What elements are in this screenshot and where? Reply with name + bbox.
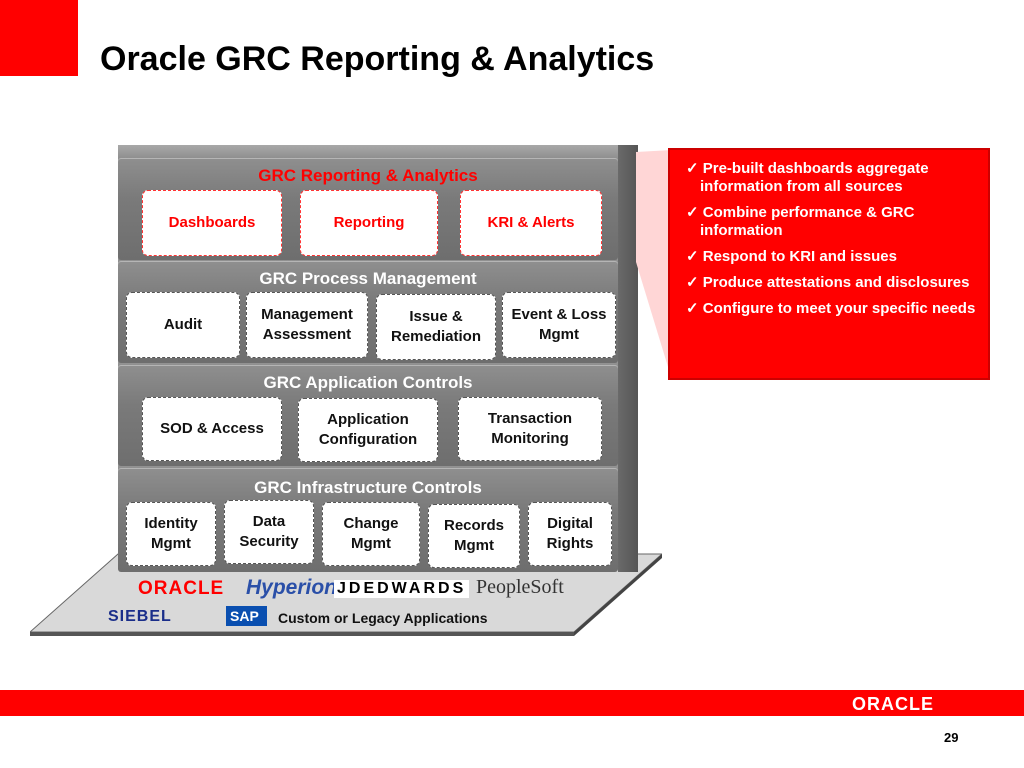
- dashboards-box: Dashboards: [142, 190, 282, 256]
- callout-connector: [636, 150, 672, 380]
- issue-remediation-box: Issue & Remediation: [376, 294, 496, 360]
- jdedwards-logo: JDEDWARDS: [334, 580, 470, 598]
- application-configuration-box: Application Configuration: [298, 398, 438, 462]
- sap-logo: SAP: [226, 606, 267, 626]
- hyperion-logo: Hyperion: [246, 576, 338, 599]
- page-title: Oracle GRC Reporting & Analytics: [100, 40, 655, 78]
- records-mgmt-box: Records Mgmt: [428, 504, 520, 568]
- infrastructure-layer-side: [618, 455, 638, 572]
- footer-bar: [0, 690, 1024, 716]
- infrastructure-layer-title: GRC Infrastructure Controls: [254, 478, 482, 497]
- application-layer-title: GRC Application Controls: [263, 373, 473, 392]
- callout-item: ✓ Produce attestations and disclosures: [686, 274, 970, 291]
- corner-accent: [0, 0, 78, 76]
- peoplesoft-logo: PeopleSoft: [476, 576, 564, 598]
- reporting-layer-title: GRC Reporting & Analytics: [258, 166, 478, 185]
- siebel-logo: SIEBEL: [108, 608, 172, 625]
- application-layer-side: [618, 352, 638, 466]
- custom-legacy-label: Custom or Legacy Applications: [278, 610, 488, 626]
- kri-alerts-box: KRI & Alerts: [460, 190, 602, 256]
- callout-item: ✓ Pre-built dashboards aggregate informa…: [686, 160, 929, 195]
- transaction-monitoring-box: Transaction Monitoring: [458, 397, 602, 461]
- process-layer-title: GRC Process Management: [259, 269, 477, 288]
- process-layer-side: [618, 248, 638, 363]
- audit-box: Audit: [126, 292, 240, 358]
- reporting-box: Reporting: [300, 190, 438, 256]
- management-assessment-box: Management Assessment: [246, 292, 368, 358]
- reporting-layer-top: [118, 145, 618, 161]
- oracle-logo: ORACLE: [138, 578, 225, 599]
- change-mgmt-box: Change Mgmt: [322, 502, 420, 566]
- identity-mgmt-box: Identity Mgmt: [126, 502, 216, 566]
- callout-item: ✓ Configure to meet your specific needs: [686, 300, 976, 317]
- callout-item: ✓ Respond to KRI and issues: [686, 248, 897, 265]
- sod-access-box: SOD & Access: [142, 397, 282, 461]
- callout-item: ✓ Combine performance & GRC information: [686, 204, 915, 239]
- reporting-layer-side: [618, 145, 638, 260]
- page-number: 29: [944, 730, 959, 745]
- event-loss-mgmt-box: Event & Loss Mgmt: [502, 292, 616, 358]
- data-security-box: Data Security: [224, 500, 314, 564]
- benefits-callout: ✓ Pre-built dashboards aggregate informa…: [668, 148, 990, 380]
- digital-rights-box: Digital Rights: [528, 502, 612, 566]
- footer-oracle-logo: ORACLE: [852, 694, 934, 714]
